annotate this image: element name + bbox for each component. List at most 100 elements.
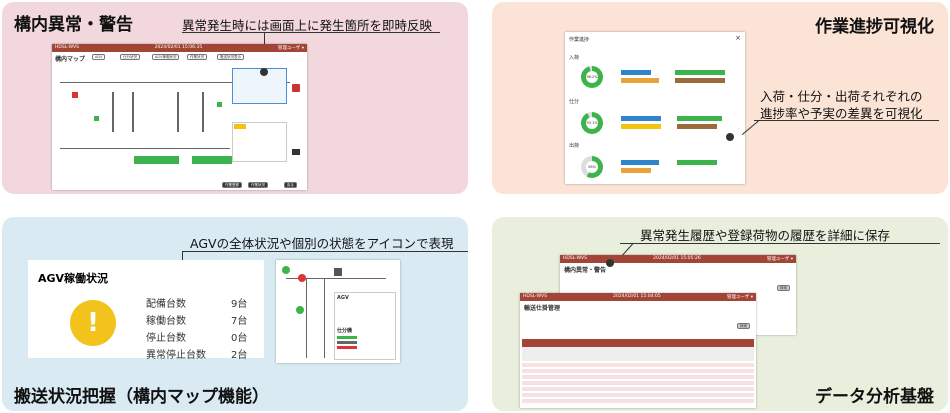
callout-underline <box>182 251 468 252</box>
table-header <box>522 339 754 347</box>
warning-badge <box>234 124 246 129</box>
app-name: HDSL-WVS <box>563 256 587 261</box>
map-lane <box>306 278 307 358</box>
row-label: 配備台数 <box>146 299 186 310</box>
progress-panel: 作業進捗可視化 作業進捗 × 入荷 仕分 出荷 96.2% 93.1% 58% … <box>492 2 948 194</box>
row-value: 2台 <box>231 350 248 361</box>
progress-callout-2: 進捗率や予実の差異を可視化 <box>760 106 923 121</box>
table-row[interactable] <box>522 393 754 398</box>
tab-transport[interactable]: 搬送状況表示 <box>217 54 244 60</box>
map-header: HDSL-WVS 2024/02/01 15:06:35 管理ユーザ ▾ <box>52 44 307 52</box>
plan-bar <box>677 160 717 165</box>
progress-title: 作業進捗可視化 <box>815 17 934 37</box>
table-row[interactable] <box>522 363 754 368</box>
tab-work[interactable]: 作業状況 <box>187 54 207 60</box>
progress-donut: 58% <box>581 156 603 178</box>
register-button[interactable]: 作業登録 <box>222 182 242 188</box>
plan-bar <box>621 70 651 75</box>
agv-error-icon[interactable] <box>298 274 306 282</box>
table-subheader <box>522 347 754 361</box>
screen-title: 輸送仕掛管理 <box>524 305 561 312</box>
tab-agv-status[interactable]: AGV稼働状況 <box>152 54 180 60</box>
transport-panel: AGVの全体状況や個別の状態をアイコンで表現 AGV稼働状況 ! 配備台数 9台… <box>2 217 468 411</box>
header-datetime: 2024/02/01 15:05:26 <box>653 256 701 261</box>
section-label: 仕分 <box>569 99 580 105</box>
status-button[interactable]: 作業状況 <box>248 182 268 188</box>
search-button[interactable]: 検索 <box>737 323 750 329</box>
station-block <box>192 156 232 164</box>
table-row[interactable] <box>522 381 754 386</box>
station-block <box>134 156 179 164</box>
plan-bar <box>675 70 725 75</box>
section-label: 入荷 <box>569 55 580 61</box>
progress-callout-1: 入荷・仕分・出荷それぞれの <box>760 89 923 104</box>
anomaly-callout: 異常発生時には画面上に発生箇所を即時反映 <box>182 18 433 33</box>
agv-icon[interactable] <box>296 306 304 314</box>
progress-donut: 93.1% <box>581 112 603 134</box>
actual-bar <box>675 78 725 83</box>
row-label: 異常停止台数 <box>146 350 206 361</box>
callout-underline <box>620 243 940 244</box>
table-row[interactable] <box>522 375 754 380</box>
map-lane <box>60 82 290 83</box>
callout-dot <box>260 68 268 76</box>
map-title: 構内マップ <box>55 56 86 63</box>
user-menu[interactable]: 管理ユーザ ▾ <box>277 46 304 51</box>
screen-title: 構内異常・警告 <box>564 267 607 274</box>
data-panel: 異常発生履歴や登録荷物の履歴を詳細に保存 HDSL-WVS 2024/02/01 … <box>492 217 948 411</box>
tab-agv[interactable]: AGV <box>92 54 106 60</box>
data-callout: 異常発生履歴や登録荷物の履歴を詳細に保存 <box>640 228 891 243</box>
actual-bar <box>677 124 717 129</box>
transport-callout: AGVの全体状況や個別の状態をアイコンで表現 <box>190 236 454 251</box>
legend-panel: AGV 仕分機 <box>334 292 396 360</box>
close-icon[interactable]: × <box>735 34 741 42</box>
search-button[interactable]: 検索 <box>777 285 790 291</box>
section-label: 出荷 <box>569 143 580 149</box>
row-value: 7台 <box>231 316 248 327</box>
map-wall <box>132 92 134 132</box>
header-datetime: 2024/02/01 15:04:05 <box>613 294 661 299</box>
progress-screen-title: 作業進捗 <box>569 37 590 43</box>
map-lane <box>60 148 230 149</box>
user-menu[interactable]: 管理ユーザ ▾ <box>726 295 753 300</box>
warning-icon: ! <box>70 300 116 346</box>
agv-map-screenshot: AGV 仕分機 <box>276 260 400 363</box>
table-row[interactable] <box>522 387 754 392</box>
legend2-title: 仕分機 <box>337 328 353 334</box>
agv-status-title: AGV稼働状況 <box>38 272 109 285</box>
actual-bar <box>621 124 661 129</box>
agv-icon[interactable] <box>282 266 290 274</box>
table-row[interactable] <box>522 399 754 404</box>
agv-icon[interactable] <box>94 116 99 121</box>
map-lane <box>286 278 386 279</box>
agv-icon[interactable] <box>217 102 222 107</box>
tab-sort[interactable]: 仕分状況 <box>120 54 140 60</box>
progress-screenshot: 作業進捗 × 入荷 仕分 出荷 96.2% 93.1% 58% <box>565 32 745 184</box>
plan-bar <box>621 116 661 121</box>
back-button[interactable]: 戻る <box>284 182 297 188</box>
callout-underline <box>182 32 440 33</box>
actual-bar <box>621 78 659 83</box>
plan-bar <box>677 116 722 121</box>
header-datetime: 2024/02/01 15:06:35 <box>154 45 203 50</box>
plan-bar <box>621 160 659 165</box>
map-wall <box>202 92 204 132</box>
map-lane <box>324 278 325 358</box>
map-wall <box>177 92 179 132</box>
callout-dot <box>606 259 614 267</box>
table-row[interactable] <box>522 369 754 374</box>
row-value: 0台 <box>231 333 248 344</box>
legend-title: AGV <box>337 295 349 301</box>
row-label: 停止台数 <box>146 333 186 344</box>
camera-icon <box>292 149 300 155</box>
error-marker-icon[interactable] <box>72 92 78 98</box>
app-name: HDSL-WVS <box>55 45 79 50</box>
agv-status-card: AGV稼働状況 ! 配備台数 9台 稼働台数 7台 停止台数 0台 異常停止台数… <box>28 260 264 361</box>
callout-dot <box>726 133 734 141</box>
data-title: データ分析基盤 <box>815 387 934 407</box>
transport-title: 搬送状況把握（構内マップ機能） <box>14 387 269 407</box>
anomaly-title: 構内異常・警告 <box>14 15 133 35</box>
map-screenshot: HDSL-WVS 2024/02/01 15:06:35 管理ユーザ ▾ 構内マップ… <box>52 44 307 190</box>
user-menu[interactable]: 管理ユーザ ▾ <box>766 257 793 262</box>
